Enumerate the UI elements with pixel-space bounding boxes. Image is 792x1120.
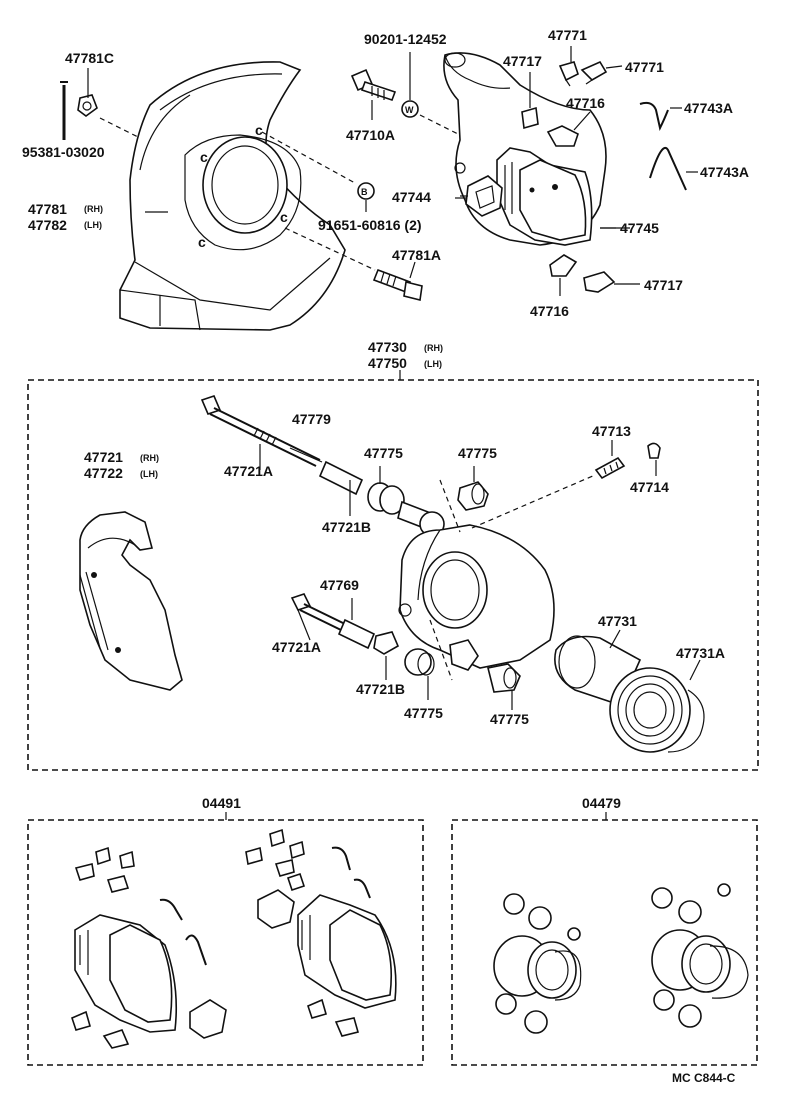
label-47745: 47745 <box>620 220 659 236</box>
clip-47717-a <box>521 72 539 130</box>
washer-91651: B <box>357 182 375 212</box>
clip-47716-b <box>549 254 578 296</box>
label-47771-top: 47771 <box>548 27 587 43</box>
bolt-47710a <box>350 68 397 120</box>
label-95381: 95381-03020 <box>22 144 105 160</box>
boot-47775-d <box>487 663 521 710</box>
sleeve-47779 <box>289 447 364 496</box>
label-47779: 47779 <box>292 411 331 427</box>
piston-seal-47731a <box>609 667 705 753</box>
label-47721b-lower: 47721B <box>356 681 405 697</box>
label-lh-47782: (LH) <box>84 220 102 230</box>
label-47716-bottom: 47716 <box>530 303 569 319</box>
label-rh-47730: (RH) <box>424 343 443 353</box>
caliper-housing <box>398 524 555 671</box>
bleeder-screw-47713 <box>594 440 626 480</box>
label-91651: 91651-60816 (2) <box>318 217 422 233</box>
clip-47716-a <box>546 111 591 147</box>
label-47744: 47744 <box>392 189 431 205</box>
label-47775-b: 47775 <box>458 445 497 461</box>
seal-kit-contents <box>493 883 749 1034</box>
boot-47775-a <box>367 482 405 515</box>
label-47716-top: 47716 <box>566 95 605 111</box>
svg-text:c: c <box>280 209 288 225</box>
label-47781a: 47781A <box>392 247 441 263</box>
guide-pin-upper <box>397 500 445 537</box>
screw-95381 <box>60 81 68 140</box>
label-47721: 47721 <box>84 449 123 465</box>
pad-kit-contents <box>71 828 397 1049</box>
label-47743a-1: 47743A <box>684 100 733 116</box>
label-47714: 47714 <box>630 479 669 495</box>
label-rh-47721: (RH) <box>140 453 159 463</box>
b-mark: B <box>361 187 368 197</box>
label-lh-47750: (LH) <box>424 359 442 369</box>
clip-47717-b <box>583 271 640 293</box>
label-47781: 47781 <box>28 201 67 217</box>
label-47731: 47731 <box>598 613 637 629</box>
bleeder-cap-47714 <box>647 442 661 476</box>
label-47717-top: 47717 <box>503 53 542 69</box>
clip-47781c <box>77 94 98 117</box>
footer-code: MC C844-C <box>672 1071 736 1085</box>
anti-rattle-spring-47743a-2 <box>649 147 698 191</box>
boot-47775-b <box>457 481 489 511</box>
label-47775-d: 47775 <box>490 711 529 727</box>
label-04479: 04479 <box>582 795 621 811</box>
label-04491: 04491 <box>202 795 241 811</box>
label-47721b-upper: 47721B <box>322 519 371 535</box>
label-47750: 47750 <box>368 355 407 371</box>
bolt-47781a <box>372 261 423 301</box>
label-47721a-lower: 47721A <box>272 639 321 655</box>
svg-text:c: c <box>255 122 263 138</box>
label-47721a-upper: 47721A <box>224 463 273 479</box>
sleeve-47769 <box>337 598 376 650</box>
label-47775-a: 47775 <box>364 445 403 461</box>
label-47710a: 47710A <box>346 127 395 143</box>
label-47782: 47782 <box>28 217 67 233</box>
label-47781c: 47781C <box>65 50 114 66</box>
clip-47771-a <box>558 61 579 87</box>
guide-bolt-47721a-upper <box>200 395 321 467</box>
label-47775-c: 47775 <box>404 705 443 721</box>
caliper-assembly-frame <box>27 379 759 771</box>
label-47743a-2: 47743A <box>700 164 749 180</box>
caliper-pad-47721 <box>79 511 183 691</box>
svg-text:c: c <box>200 149 208 165</box>
anti-rattle-spring-47743a-1 <box>639 101 682 131</box>
label-47771-right: 47771 <box>625 59 664 75</box>
bushing-47721b-lower <box>373 631 400 680</box>
label-90201: 90201-12452 <box>364 31 447 47</box>
label-lh-47722: (LH) <box>140 469 158 479</box>
label-47730: 47730 <box>368 339 407 355</box>
label-47713: 47713 <box>592 423 631 439</box>
washer-90201: W <box>401 52 419 118</box>
label-rh-47781: (RH) <box>84 204 103 214</box>
boot-47775-c <box>404 648 435 700</box>
svg-text:c: c <box>198 234 206 250</box>
backing-plate-assembly: c c c c <box>119 61 346 331</box>
caliper-mount-assembly <box>443 52 607 246</box>
label-47731a: 47731A <box>676 645 725 661</box>
label-47722: 47722 <box>84 465 123 481</box>
label-47769: 47769 <box>320 577 359 593</box>
label-47717-bottom: 47717 <box>644 277 683 293</box>
seal-kit-frame <box>451 819 758 1066</box>
w-mark: W <box>405 105 414 115</box>
clip-47771-b <box>580 60 608 85</box>
guide-bolt-47721a-lower <box>290 593 346 631</box>
anti-squeal-shim-47744 <box>465 175 503 217</box>
